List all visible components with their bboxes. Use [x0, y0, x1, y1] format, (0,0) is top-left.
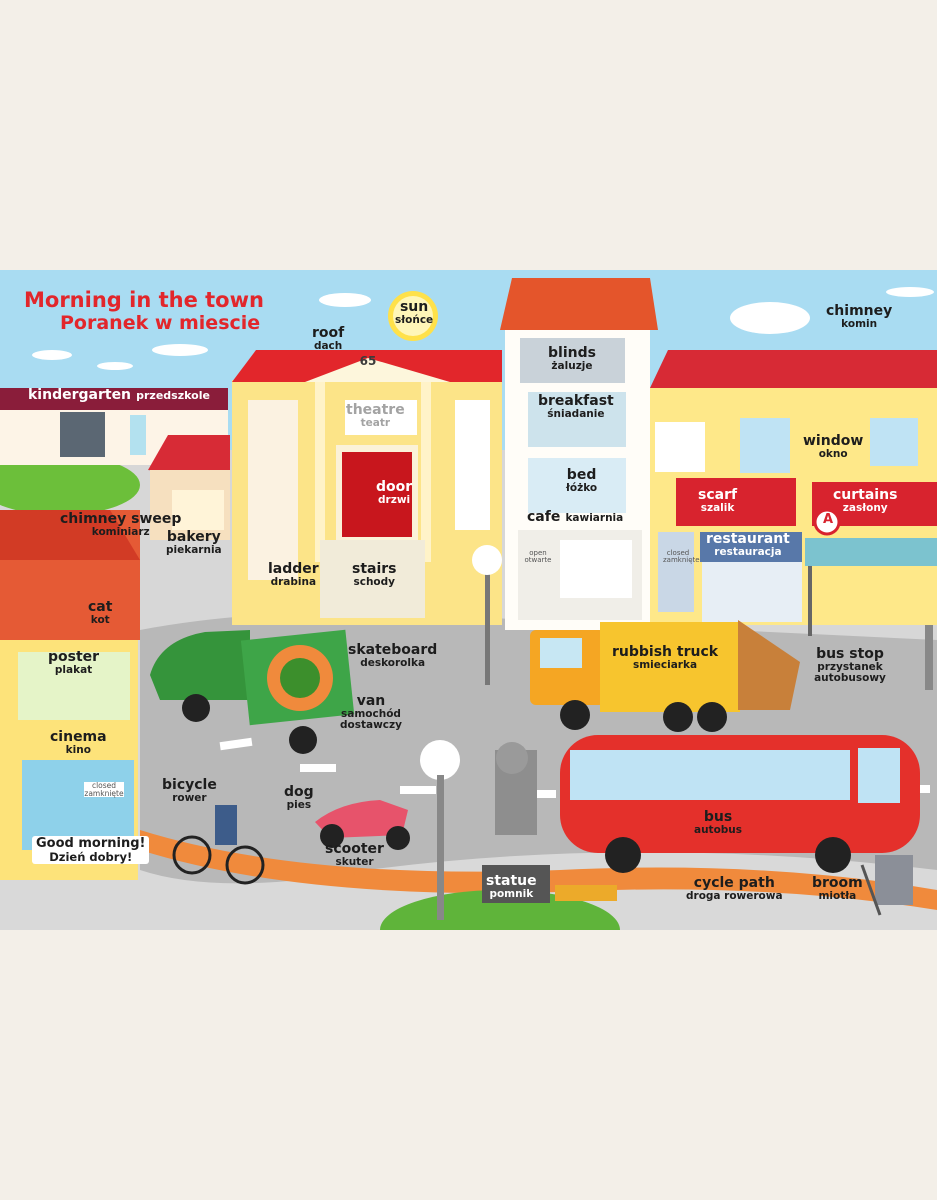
town-illustration: Morning in the town Poranek w miescie ki…	[0, 270, 937, 930]
open-sign: open otwarte	[524, 549, 552, 564]
theatre-number: 65	[359, 354, 377, 368]
scene-drawing	[0, 278, 937, 930]
bus-stop-sign: A	[822, 512, 834, 527]
label-cafe: cafe kawiarnia	[527, 509, 624, 525]
closed-sign-restaurant: closed zamknięte	[663, 549, 700, 564]
closed-sign-cinema: closed zamknięte	[84, 781, 124, 798]
title-english: Morning in the town	[24, 288, 264, 312]
label-kindergarten: kindergarten przedszkole	[28, 387, 210, 403]
title-polish: Poranek w miescie	[60, 312, 261, 334]
label-good-morning: Good morning!Dzień dobry!	[32, 836, 150, 864]
